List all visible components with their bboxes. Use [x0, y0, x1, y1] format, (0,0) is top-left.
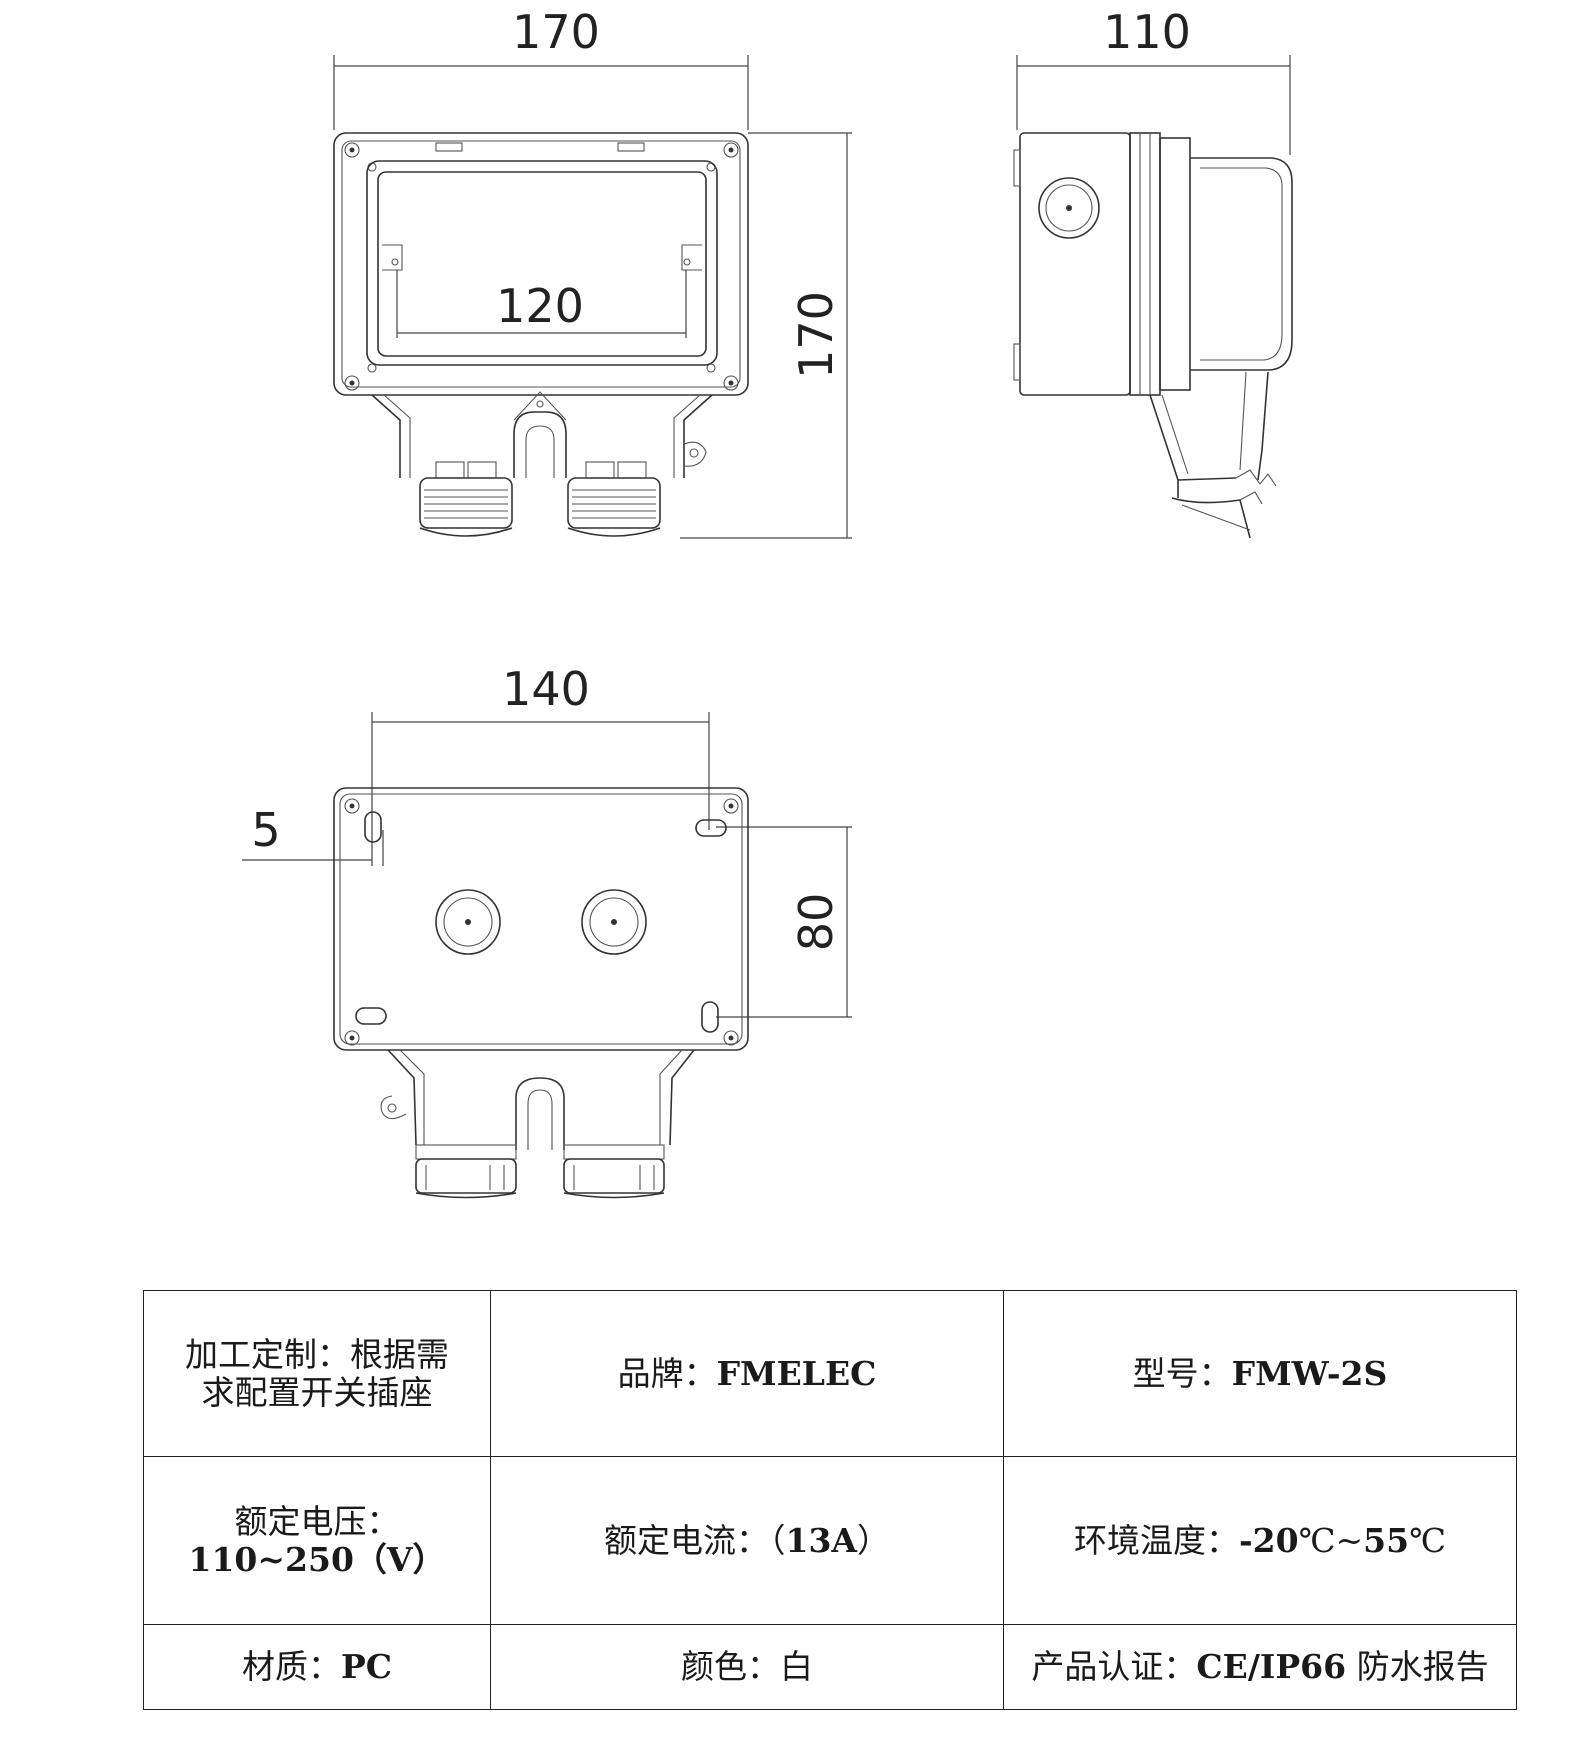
- temperature-min: -20: [1238, 1520, 1299, 1560]
- certification-value: CE/IP66: [1196, 1647, 1347, 1687]
- material-cell: 材质：PC: [143, 1624, 491, 1710]
- brand-label: 品牌：: [617, 1353, 717, 1393]
- side-depth-dim: 110: [1103, 5, 1191, 59]
- technical-drawing: 170 170 120: [242, 5, 1293, 1199]
- model-cell: 型号：FMW-2S: [1003, 1290, 1517, 1457]
- model-value: FMW-2S: [1231, 1353, 1388, 1393]
- spec-table: 加工定制：根据需 求配置开关插座 品牌：FMELEC 型号：FMW-2S 额定电…: [143, 1290, 1517, 1710]
- brand-value: FMELEC: [716, 1353, 877, 1393]
- inner-width-dim: 120: [496, 279, 584, 333]
- current-cell: 额定电流：（13A）: [490, 1456, 1004, 1625]
- color-value: 白: [780, 1647, 813, 1687]
- back-view: 140 5 80: [242, 662, 852, 1199]
- temperature-cell: 环境温度：-20℃~55℃: [1003, 1456, 1517, 1625]
- current-label: 额定电流：（: [603, 1520, 786, 1560]
- front-view: 170 170 120: [333, 5, 852, 539]
- certification-cell: 产品认证：CE/IP66 防水报告: [1003, 1624, 1517, 1710]
- brand-cell: 品牌：FMELEC: [490, 1290, 1004, 1457]
- model-label: 型号：: [1132, 1353, 1232, 1393]
- temperature-max: 55: [1363, 1520, 1410, 1560]
- side-view: 110: [1013, 5, 1293, 539]
- certification-label: 产品认证：: [1031, 1647, 1197, 1687]
- voltage-unit: （V）: [353, 1539, 446, 1579]
- customization-label-2: 求配置开关插座: [201, 1372, 433, 1412]
- temperature-unit-1: ℃~: [1298, 1520, 1364, 1560]
- vertical-spacing-dim: 80: [789, 893, 843, 952]
- voltage-value: 110~250: [188, 1539, 354, 1579]
- slot-offset-dim: 5: [251, 803, 280, 857]
- color-label: 颜色：: [681, 1647, 780, 1687]
- material-value: PC: [340, 1647, 393, 1687]
- hole-spacing-dim: 140: [502, 662, 590, 716]
- voltage-label: 额定电压：: [234, 1501, 400, 1541]
- temperature-label: 环境温度：: [1073, 1520, 1239, 1560]
- front-height-dim: 170: [789, 291, 843, 379]
- customization-label: 加工定制：根据需: [185, 1334, 449, 1374]
- color-cell: 颜色：白: [490, 1624, 1004, 1710]
- voltage-cell: 额定电压： 110~250（V）: [143, 1456, 491, 1625]
- customization-cell: 加工定制：根据需 求配置开关插座: [143, 1290, 491, 1457]
- temperature-unit-2: ℃: [1409, 1520, 1447, 1560]
- material-label: 材质：: [241, 1647, 341, 1687]
- current-value: 13A: [785, 1520, 858, 1560]
- certification-suffix: 防水报告: [1346, 1647, 1489, 1687]
- current-close: ）: [857, 1520, 891, 1560]
- front-width-dim: 170: [512, 5, 600, 59]
